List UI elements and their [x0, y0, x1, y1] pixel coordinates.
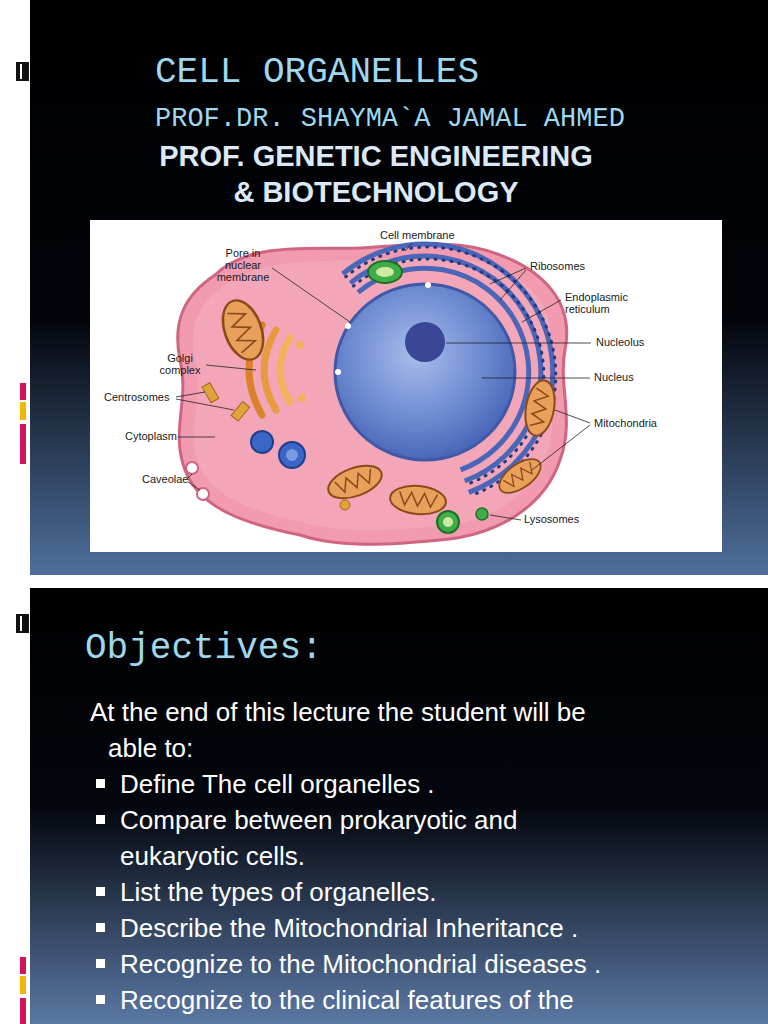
cell-part-label: Caveolae [142, 473, 188, 485]
bullet-item: Describe the Mitochondrial Inheritance . [90, 910, 620, 946]
margin-icon [16, 62, 29, 633]
bullet-item: Recognize to the Mitochondrial diseases … [90, 946, 620, 982]
body-text: At the end of this lecture the student w… [90, 694, 610, 766]
slide-ground [30, 0, 768, 575]
cell-part-label: Lysosomes [524, 513, 579, 525]
section-heading: Objectives: [85, 628, 323, 669]
cell-part-label: Cytoplasm [125, 430, 177, 442]
cell-part-label: Endoplasmic reticulum [565, 291, 637, 315]
affiliation: PROF. GENETIC ENGINEERING & BIOTECHNOLOG… [151, 138, 601, 210]
picture-panel [90, 220, 722, 552]
bullet-item: Compare between prokaryotic and eukaryot… [90, 802, 620, 874]
author-name: PROF.DR. SHAYMA`A JAMAL AHMED [155, 104, 625, 135]
bullet-item: Define The cell organelles . [90, 766, 620, 802]
bullet-item: Recognize to the clinical features of th… [90, 982, 620, 1018]
bullet-item: List the types of organelles. [90, 874, 620, 910]
cell-part-label: Centrosomes [104, 391, 169, 403]
cell-part-label: Pore in nuclear membrane [214, 247, 272, 283]
cell-part-label: Golgi complex [156, 352, 204, 376]
cell-part-label: Nucleolus [596, 336, 644, 348]
cell-part-label: Cell membrane [380, 229, 455, 241]
slide-title: CELL ORGANELLES [155, 52, 479, 93]
cell-part-label: Mitochondria [594, 417, 657, 429]
cell-part-label: Nucleus [594, 371, 634, 383]
leader-lines [176, 243, 591, 520]
slide-ground [30, 588, 768, 1024]
cell-illustration [178, 244, 567, 544]
margin-bars [20, 383, 26, 1024]
cell-part-label: Ribosomes [530, 260, 585, 272]
